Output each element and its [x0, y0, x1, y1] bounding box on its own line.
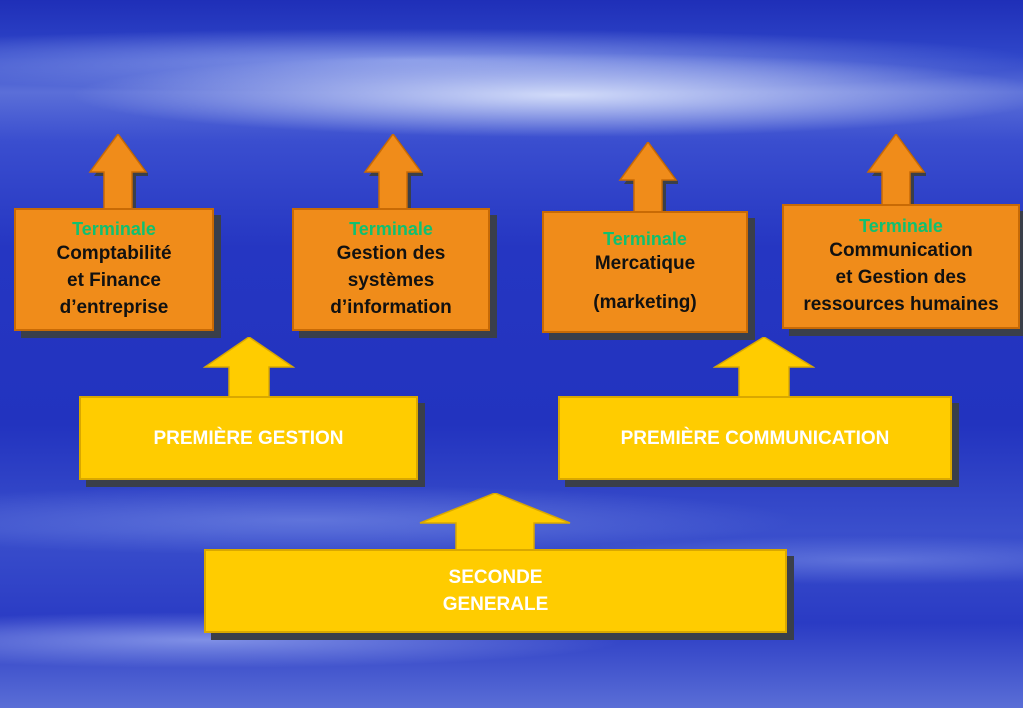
- terminale-label: Terminale: [603, 228, 687, 249]
- terminale-line: et Gestion des: [835, 266, 967, 288]
- terminale-line: d’entreprise: [59, 296, 169, 318]
- premiere-label: PREMIÈRE GESTION: [153, 427, 344, 449]
- premiere-communication-box: PREMIÈRE COMMUNICATION: [558, 396, 952, 480]
- terminale-line: Communication: [829, 239, 973, 261]
- arrow-up-icon: [713, 337, 815, 399]
- terminale-line: Mercatique: [594, 252, 696, 274]
- arrow-up-icon: [618, 142, 678, 217]
- terminale-line: (marketing): [593, 291, 697, 313]
- terminale-box-gestion-si: Terminale Gestion des systèmes d’informa…: [292, 208, 490, 331]
- seconde-line: SECONDE: [448, 567, 543, 588]
- terminale-label: Terminale: [72, 218, 156, 239]
- terminale-box-mercatique: Terminale Mercatique (marketing): [542, 211, 748, 333]
- terminale-line: ressources humaines: [803, 293, 999, 315]
- terminale-line: d’information: [330, 296, 452, 318]
- arrow-up-icon: [866, 134, 926, 209]
- terminale-box-communication-rh: Terminale Communication et Gestion des r…: [782, 204, 1020, 329]
- terminale-line: Gestion des: [336, 242, 446, 264]
- arrow-up-icon: [419, 493, 571, 555]
- terminale-box-comptabilite: Terminale Comptabilité et Finance d’entr…: [14, 208, 214, 331]
- terminale-line: systèmes: [347, 269, 435, 291]
- arrow-up-icon: [363, 134, 423, 214]
- seconde-line: GENERALE: [442, 594, 549, 615]
- seconde-generale-box: SECONDE GENERALE: [204, 549, 787, 633]
- arrow-up-icon: [88, 134, 148, 214]
- premiere-label: PREMIÈRE COMMUNICATION: [620, 427, 890, 449]
- terminale-line: et Finance: [67, 269, 161, 291]
- premiere-gestion-box: PREMIÈRE GESTION: [79, 396, 418, 480]
- terminale-label: Terminale: [349, 218, 433, 239]
- terminale-label: Terminale: [859, 215, 943, 236]
- terminale-line: Comptabilité: [56, 242, 172, 264]
- arrow-up-icon: [203, 337, 295, 399]
